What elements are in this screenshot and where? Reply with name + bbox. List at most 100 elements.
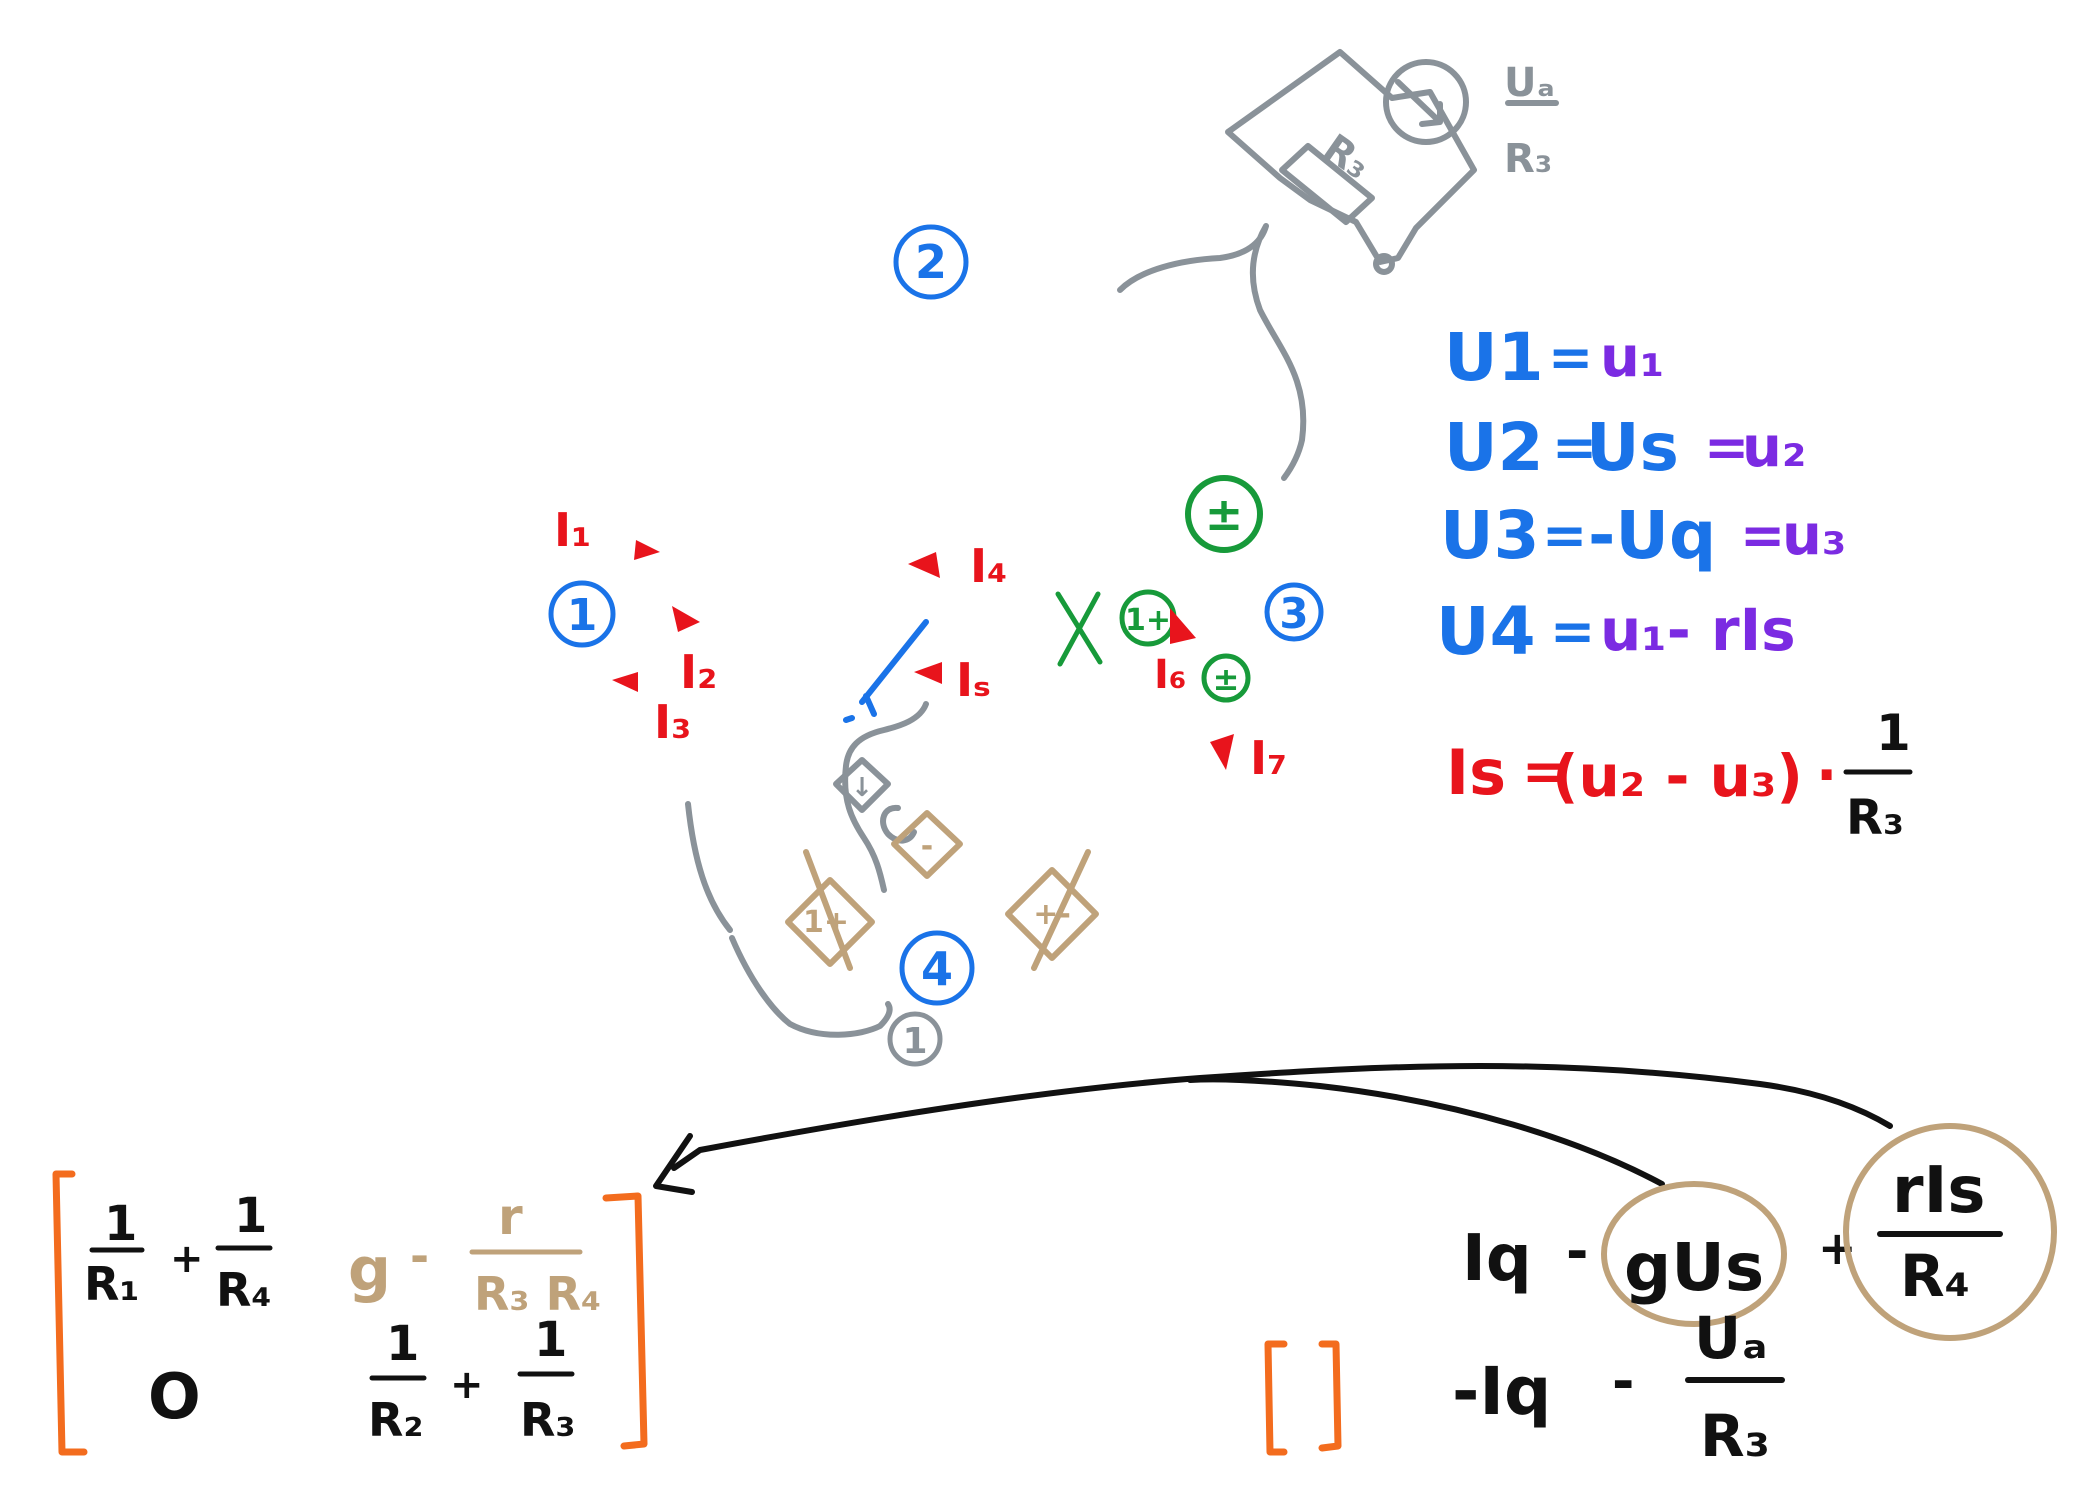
vector-right-bracket: [1318, 1340, 1342, 1452]
lead-wire: [1117, 223, 1307, 481]
node-3-label: 3: [1279, 589, 1308, 638]
rhs-row-2: -Iq - Uₐ R₃: [1452, 1304, 1785, 1470]
label-i6: I₆: [1154, 652, 1186, 698]
svg-text:Is: Is: [1446, 736, 1506, 809]
tan-minus-mark: -: [921, 829, 933, 864]
ris-highlight-circle: [1843, 1123, 2057, 1341]
gus-highlight-circle: [1601, 1181, 1787, 1327]
resistor-label: R₃: [1316, 125, 1379, 187]
resistor-box: [1279, 143, 1375, 225]
svg-text:=: =: [1522, 740, 1567, 803]
arrow-i4: [908, 552, 940, 578]
svg-text:r: r: [498, 1188, 523, 1246]
svg-text:R₃: R₃: [1700, 1402, 1770, 1470]
svg-text:1: 1: [386, 1316, 419, 1372]
label-i2: I₂: [680, 645, 717, 699]
svg-text:±: ±: [1205, 487, 1244, 541]
tan-strike-left: [803, 849, 853, 971]
equation-u3: U3 = -Uq = u₃: [1440, 497, 1846, 574]
label-i1: I₁: [554, 503, 591, 557]
node-1-gray-label: 1: [902, 1021, 927, 1062]
svg-text:u₂: u₂: [1742, 415, 1806, 480]
matrix-left-bracket: [52, 1170, 88, 1456]
svg-text:R₃ R₄: R₃ R₄: [474, 1267, 601, 1321]
svg-text:U3: U3: [1440, 497, 1540, 574]
tan-plus-minus-mark: +-: [1033, 897, 1071, 932]
svg-text:U1: U1: [1444, 319, 1544, 396]
svg-text:g: g: [348, 1235, 391, 1305]
matrix-right-bracket: [602, 1192, 648, 1450]
svg-text:R₃: R₃: [520, 1393, 576, 1447]
wire-left: [685, 801, 893, 1038]
svg-text:±: ±: [1213, 660, 1240, 698]
wire-mid: [842, 701, 929, 893]
label-i4: I₄: [970, 539, 1007, 593]
gray-swirl: [880, 804, 917, 844]
rhs-row-1: Iq - gUs + rIs R₄: [1462, 1123, 2057, 1341]
tan-symbols: [785, 810, 1099, 971]
label-is: Iₛ: [956, 653, 991, 707]
tan-diamond-left: [785, 877, 875, 967]
r3-label: R₃: [1504, 136, 1552, 182]
matrix-a22: 1 R₂ + 1 R₃: [368, 1312, 576, 1447]
matrix-a11: 1 R₁ + 1 R₄: [84, 1188, 273, 1317]
arrow-is: [914, 662, 942, 684]
ua-label: Uₐ: [1504, 60, 1555, 106]
svg-text:O: O: [148, 1360, 201, 1433]
matrix-a12: g - r R₃ R₄: [348, 1188, 601, 1321]
svg-text:1: 1: [534, 1312, 567, 1368]
node-1: 1: [548, 580, 616, 648]
current-source-circle: [1383, 59, 1469, 145]
node-2-label: 2: [915, 235, 947, 289]
node-4-label: 4: [921, 942, 953, 996]
svg-text:=: =: [1548, 326, 1593, 389]
svg-text:R₁: R₁: [84, 1257, 140, 1311]
tan-diamond-right: [1005, 867, 1099, 961]
svg-text:R₃: R₃: [1846, 790, 1904, 846]
node-dot: [1373, 253, 1395, 275]
node-1-label: 1: [567, 590, 598, 641]
gray-diamond: [833, 757, 891, 813]
matrix-a21: O: [148, 1360, 201, 1433]
node-1-gray-circle: [887, 1011, 943, 1067]
svg-text:+: +: [450, 1362, 484, 1408]
svg-text:R₄: R₄: [216, 1263, 272, 1317]
vector-brackets: [1264, 1340, 1342, 1456]
node-3: 3: [1264, 582, 1324, 642]
svg-text:-Iq: -Iq: [1452, 1353, 1551, 1430]
svg-text:U4: U4: [1436, 593, 1536, 670]
current-arrows: [612, 540, 1234, 770]
node-2: 2: [893, 224, 969, 300]
blue-wire: [843, 619, 929, 723]
svg-text:u₁: u₁: [1600, 325, 1664, 390]
svg-text:1: 1: [104, 1196, 137, 1252]
gray-wires: [685, 701, 943, 1067]
svg-text:=: =: [1542, 504, 1587, 567]
tan-strike-right: [1031, 849, 1091, 971]
green-x-mark: [1055, 591, 1103, 667]
svg-text:-Uq: -Uq: [1588, 497, 1716, 574]
tan-diamond-small: [891, 810, 963, 879]
matrix-brackets: [52, 1170, 648, 1456]
green-plus-minus-top: ±: [1185, 475, 1263, 553]
svg-text:1: 1: [234, 1188, 267, 1244]
svg-text:+: +: [170, 1236, 204, 1282]
svg-text:R₄: R₄: [1900, 1242, 1970, 1310]
svg-text:=: =: [1704, 416, 1749, 479]
arrow-i3: [612, 672, 638, 692]
equation-is: Is = (u₂ - u₃) · 1 R₃: [1446, 704, 1913, 846]
svg-text:-: -: [1612, 1350, 1634, 1413]
equation-u1: U1 = u₁: [1444, 319, 1664, 396]
gray-arrow-mark: ↓: [851, 773, 873, 803]
equation-u4: U4 = u₁- rIs: [1436, 593, 1796, 670]
label-i3: I₃: [654, 695, 691, 749]
source-resistor-sketch: [1117, 49, 1559, 481]
svg-text:U2: U2: [1444, 409, 1544, 486]
svg-text:-: -: [410, 1229, 429, 1283]
svg-text:Us: Us: [1586, 409, 1679, 486]
arrow-i7: [1210, 734, 1234, 770]
current-source-arrow: [1395, 79, 1443, 127]
svg-text:1: 1: [1876, 704, 1911, 762]
